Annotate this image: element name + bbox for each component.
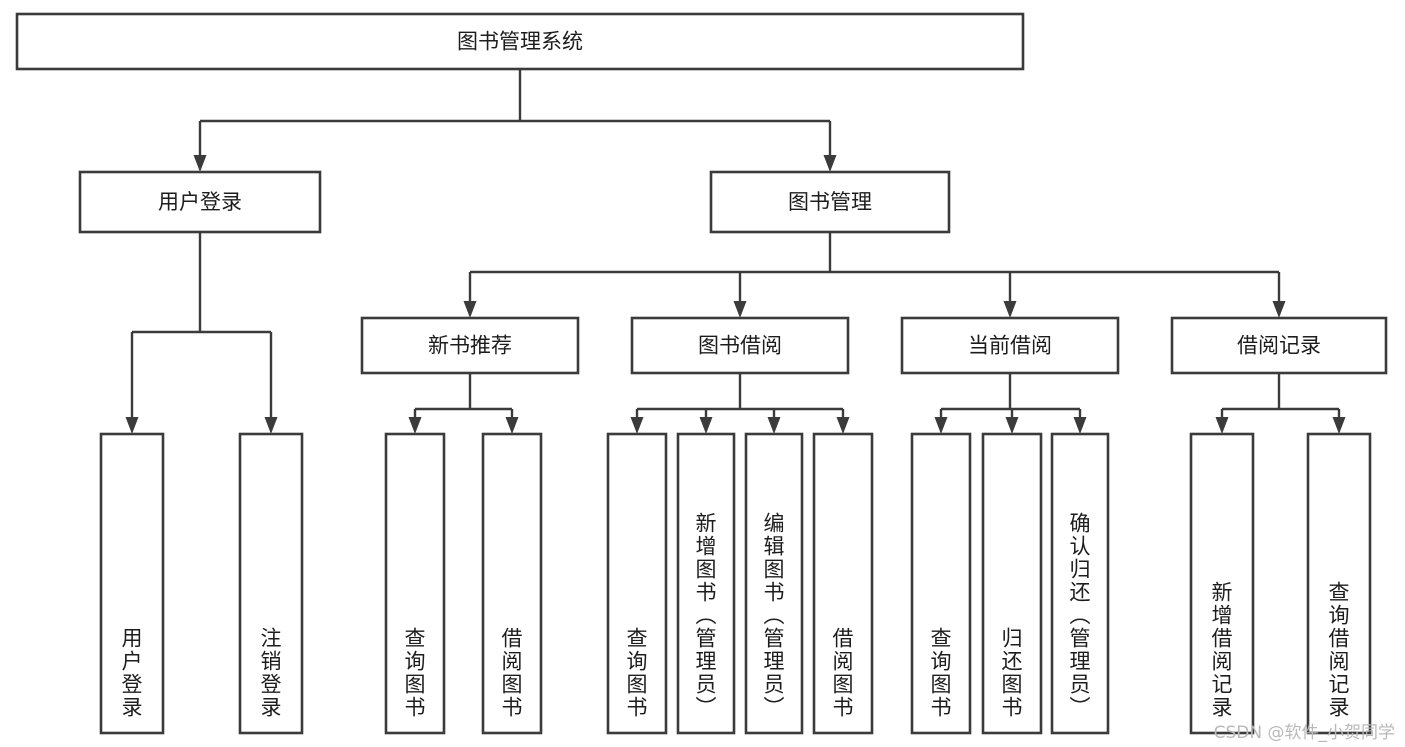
arrow-head-icon (264, 417, 278, 434)
watermark-text: CSDN @软件_小贺同学 (1213, 723, 1395, 743)
node-box-root[interactable] (15, 12, 1025, 71)
boxes-layer (15, 12, 1388, 735)
node-box-leaf-logout[interactable] (238, 432, 304, 735)
arrow-head-icon (733, 301, 747, 318)
arrow-head-icon (699, 417, 713, 434)
node-box-book-borrow[interactable] (630, 316, 850, 375)
node-box-leaf-borrow-book-2[interactable] (812, 432, 874, 735)
node-box-user-login[interactable] (78, 170, 322, 234)
arrow-head-icon (125, 417, 139, 434)
node-box-leaf-query-record[interactable] (1306, 432, 1372, 735)
node-box-borrow-record[interactable] (1170, 316, 1388, 375)
arrow-head-icon (1215, 417, 1229, 434)
connectors-layer (125, 69, 1346, 434)
node-label-book-manage: 图书管理 (788, 190, 872, 214)
arrow-head-icon (1332, 417, 1346, 434)
node-box-new-book-recommend[interactable] (360, 316, 580, 375)
arrow-head-icon (1073, 417, 1087, 434)
node-label-user-login: 用户登录 (158, 190, 242, 214)
node-box-leaf-borrow-book-1[interactable] (481, 432, 543, 735)
node-label-root: 图书管理系统 (457, 30, 583, 54)
node-label-borrow-record: 借阅记录 (1237, 334, 1321, 358)
node-label-book-borrow: 图书借阅 (698, 334, 782, 358)
arrow-head-icon (505, 417, 519, 434)
arrow-head-icon (823, 155, 837, 172)
arrow-head-icon (836, 417, 850, 434)
node-label-new-book-recommend: 新书推荐 (428, 334, 512, 358)
arrow-head-icon (630, 417, 644, 434)
arrow-head-icon (463, 301, 477, 318)
node-box-current-borrow[interactable] (900, 316, 1120, 375)
node-label-current-borrow: 当前借阅 (968, 334, 1052, 358)
node-box-leaf-user-login[interactable] (99, 432, 165, 735)
arrow-head-icon (193, 155, 207, 172)
arrow-head-icon (767, 417, 781, 434)
node-box-leaf-query-book-3[interactable] (910, 432, 972, 735)
node-box-book-manage[interactable] (709, 170, 951, 234)
arrow-head-icon (934, 417, 948, 434)
node-box-leaf-return-book[interactable] (981, 432, 1043, 735)
node-box-leaf-confirm-return[interactable] (1050, 432, 1110, 735)
node-box-leaf-add-book[interactable] (676, 432, 736, 735)
arrow-head-icon (1272, 301, 1286, 318)
node-box-leaf-add-record[interactable] (1189, 432, 1255, 735)
node-box-leaf-edit-book[interactable] (744, 432, 804, 735)
node-box-leaf-query-book-2[interactable] (606, 432, 668, 735)
arrow-head-icon (1005, 417, 1019, 434)
arrow-head-icon (408, 417, 422, 434)
arrow-head-icon (1003, 301, 1017, 318)
node-box-leaf-query-book-1[interactable] (384, 432, 446, 735)
